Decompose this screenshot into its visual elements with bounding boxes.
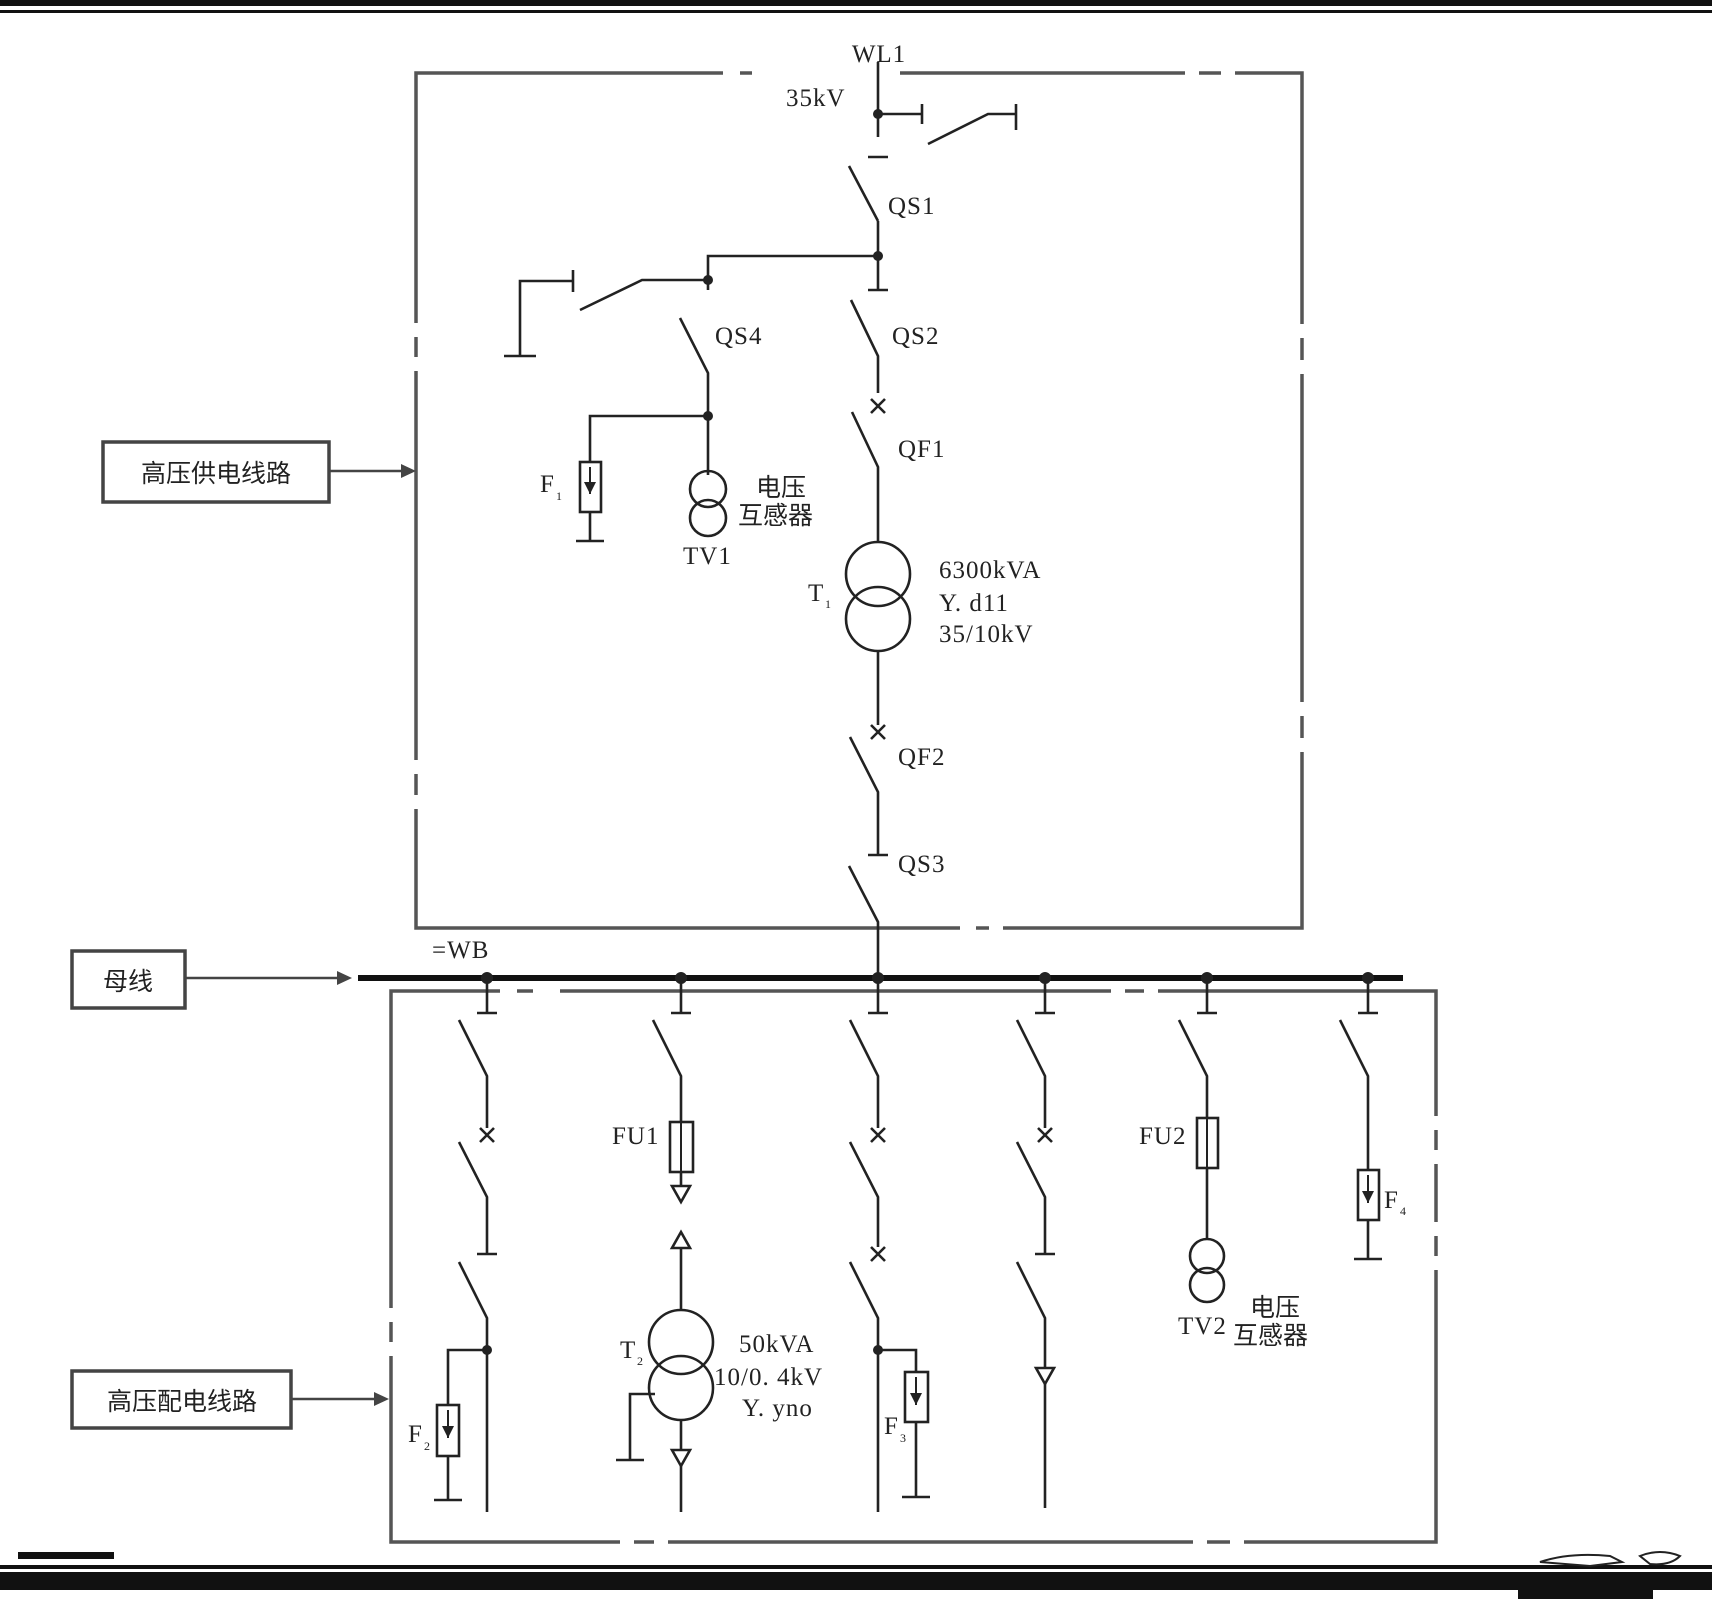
- label-t2-connection: Y. yno: [742, 1395, 813, 1422]
- distribution-frame: [389, 989, 1438, 1544]
- label-f4-sub: 4: [1400, 1204, 1406, 1218]
- label-qf1: QF1: [898, 436, 945, 463]
- label-t1-connection: Y. d11: [939, 590, 1009, 617]
- busbar: [358, 972, 1403, 984]
- label-f1: F: [540, 471, 555, 498]
- feeder-6: [1338, 978, 1382, 1261]
- label-qs4: QS4: [715, 323, 762, 350]
- label-tv1-desc-1: 电压: [756, 473, 806, 502]
- callout-supply-line: 高压供电线路: [101, 440, 331, 504]
- label-t2-rating: 50kVA: [739, 1331, 814, 1358]
- feeder-5: [1177, 978, 1226, 1304]
- label-f4: F: [1384, 1187, 1399, 1214]
- label-wl1: WL1: [852, 41, 906, 68]
- label-t1-sub: 1: [825, 597, 831, 611]
- callout-arrows: [186, 464, 416, 1406]
- label-tv1: TV1: [683, 543, 732, 570]
- supply-section: [504, 62, 1018, 978]
- callout-supply-line-text: 高压供电线路: [141, 459, 291, 488]
- feeder-2: [616, 978, 715, 1512]
- label-f2-sub: 2: [424, 1439, 430, 1453]
- label-f2: F: [408, 1421, 423, 1448]
- label-t2: T: [620, 1337, 636, 1364]
- callout-busbar: 母线: [70, 949, 187, 1010]
- callout-distribution-line-text: 高压配电线路: [107, 1387, 257, 1416]
- label-fu1: FU1: [612, 1123, 659, 1150]
- label-tv2: TV2: [1178, 1313, 1227, 1340]
- label-35kv: 35kV: [786, 85, 846, 112]
- feeder-4: [1015, 978, 1057, 1508]
- label-tv2-desc-1: 电压: [1250, 1293, 1300, 1322]
- label-qf2: QF2: [898, 744, 945, 771]
- callout-distribution-line: 高压配电线路: [70, 1369, 293, 1430]
- label-bus: =WB: [432, 937, 489, 964]
- label-t1-ratio: 35/10kV: [939, 621, 1034, 648]
- label-t2-sub: 2: [637, 1354, 643, 1368]
- label-f3: F: [884, 1413, 899, 1440]
- labels: WL1 35kV QS1 QS4 QS2 QF1 F 1 电压 互感器 TV1 …: [408, 41, 1406, 1453]
- supply-frame: [414, 71, 1304, 930]
- label-qs2: QS2: [892, 323, 939, 350]
- label-f3-sub: 3: [900, 1431, 906, 1445]
- label-tv2-desc-2: 互感器: [1233, 1321, 1308, 1350]
- label-tv1-desc-2: 互感器: [738, 501, 813, 530]
- corner-mark: [1539, 1551, 1682, 1568]
- label-fu2: FU2: [1139, 1123, 1186, 1150]
- feeder-3: [848, 978, 930, 1512]
- label-qs3: QS3: [898, 851, 945, 878]
- label-f1-sub: 1: [556, 489, 562, 503]
- feeder-1: [434, 978, 497, 1512]
- callout-busbar-text: 母线: [103, 967, 153, 996]
- label-qs1: QS1: [888, 193, 935, 220]
- label-t1: T: [808, 580, 824, 607]
- label-t2-ratio: 10/0. 4kV: [714, 1364, 823, 1391]
- label-t1-rating: 6300kVA: [939, 557, 1041, 584]
